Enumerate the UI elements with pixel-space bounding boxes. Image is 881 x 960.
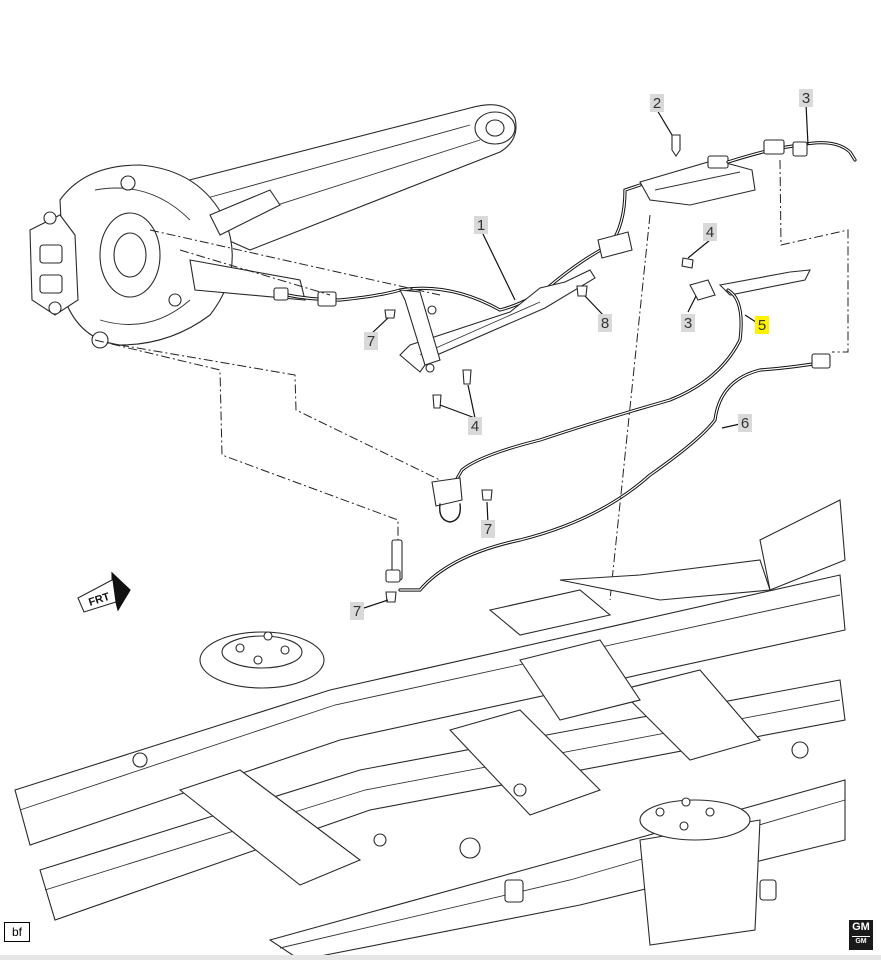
- gm-logo-top: GM: [852, 921, 870, 933]
- callout-5: 5: [755, 316, 769, 334]
- svg-text:1: 1: [477, 217, 485, 234]
- svg-text:6: 6: [741, 415, 749, 432]
- callout-6: 6: [738, 414, 752, 432]
- bottom-scrollbar-strip: [0, 955, 881, 960]
- callout-4-bottom: 4: [468, 417, 482, 435]
- vehicle-frame: [14, 499, 846, 960]
- callout-3-bracket: 3: [681, 314, 695, 332]
- callout-8: 8: [598, 314, 612, 332]
- rear-knuckle-brake-assembly: [29, 104, 517, 349]
- callout-1: 1: [474, 216, 488, 234]
- alignment-lines: [94, 159, 849, 601]
- gm-logo: GM GM: [849, 920, 873, 950]
- equalizer-cable-assembly: [639, 139, 857, 206]
- image-code-box: bf: [4, 922, 30, 942]
- svg-text:3: 3: [684, 315, 692, 332]
- svg-text:8: 8: [601, 315, 609, 332]
- svg-text:4: 4: [471, 418, 479, 435]
- front-direction-arrow: FRT: [77, 571, 131, 613]
- svg-text:7: 7: [484, 521, 492, 538]
- callout-4-top: 4: [703, 223, 717, 241]
- callout-3-top: 3: [799, 89, 813, 107]
- svg-text:7: 7: [367, 333, 375, 350]
- svg-text:4: 4: [706, 224, 714, 241]
- callout-7-middle: 7: [481, 520, 495, 538]
- front-park-brake-cable: [273, 183, 642, 373]
- callout-2: 2: [650, 94, 664, 112]
- callout-labels: 1 2 3 3 4 4 5 6: [350, 89, 813, 620]
- svg-text:2: 2: [653, 95, 661, 112]
- svg-text:5: 5: [758, 317, 766, 334]
- svg-text:3: 3: [802, 90, 810, 107]
- fasteners: [384, 134, 694, 603]
- leader-lines: [363, 103, 809, 609]
- svg-text:7: 7: [353, 603, 361, 620]
- callout-7-bottom: 7: [350, 602, 364, 620]
- rear-brake-cables: [385, 269, 831, 592]
- gm-logo-bottom: GM: [852, 936, 870, 946]
- callout-7-left: 7: [364, 332, 378, 350]
